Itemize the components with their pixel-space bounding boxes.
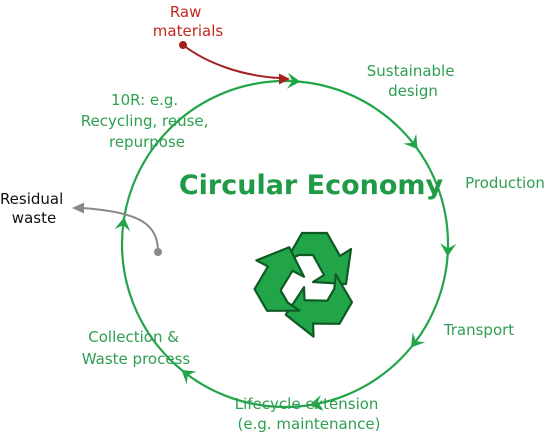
stage-recovery-label: 10R: e.g. Recycling, reuse, repurpose (81, 91, 213, 151)
cycle-arrowhead-6 (181, 369, 197, 385)
stage-collection-label: Collection & Waste process (82, 328, 191, 368)
raw-materials-arrow (182, 44, 281, 79)
raw-materials-dot (179, 41, 187, 49)
raw-materials-label: Raw materials (153, 3, 224, 40)
residual-waste-arrowhead (72, 202, 84, 214)
cycle-arrowhead-4 (410, 332, 426, 348)
cycle-arrowhead-2 (403, 133, 418, 150)
cycle-arrowhead-3 (440, 243, 457, 257)
stage-sustainable-design-label: Sustainable design (367, 62, 459, 100)
cycle-arrowhead-7 (114, 217, 131, 232)
recycle-arrow-2 (284, 273, 354, 338)
residual-waste-label: Residual waste (0, 190, 68, 227)
diagram-title: Circular Economy (179, 170, 444, 201)
stage-transport-label: Transport (443, 321, 515, 339)
residual-waste-dot (154, 248, 162, 256)
cycle-arrowheads (114, 72, 457, 411)
stage-lifecycle-extension-label: Lifecycle extension (e.g. maintenance) (235, 395, 383, 433)
recycle-arrow-1 (284, 231, 353, 286)
recycle-arrow-3 (253, 246, 306, 312)
raw-materials-arrowhead (279, 73, 290, 85)
recycle-icon (253, 231, 354, 338)
residual-waste-arrow (81, 207, 159, 253)
cycle-arrowhead-5 (309, 395, 324, 411)
cycle-arrowhead-1 (286, 72, 301, 89)
stage-production-label: Production (465, 174, 545, 192)
